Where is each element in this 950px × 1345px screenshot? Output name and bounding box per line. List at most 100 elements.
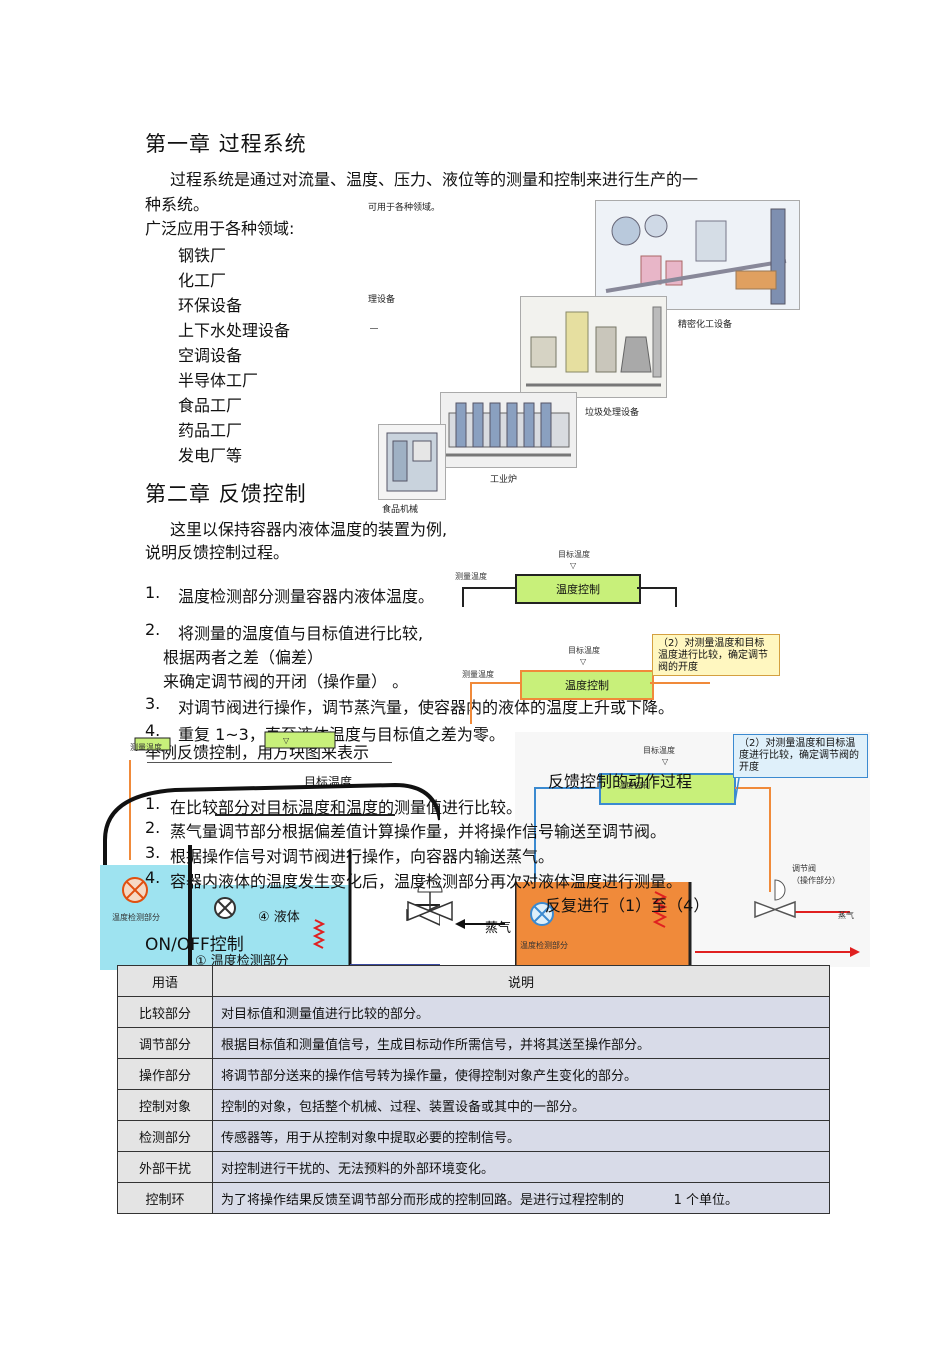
caption-underline bbox=[147, 762, 392, 763]
chemical-plant-image bbox=[605, 208, 787, 305]
process-num: 4. bbox=[145, 868, 161, 887]
field-item: 钢铁厂 bbox=[178, 246, 227, 265]
diagram1-target-label: 目标温度 bbox=[558, 550, 590, 559]
triangle-down-icon: ▽ bbox=[570, 561, 577, 570]
chapter1-intro-line1: 过程系统是通过对流量、温度、压力、液位等的测量和控制来进行生产的一 bbox=[170, 170, 699, 189]
illustration-top-caption: 可用于各种领域。 bbox=[368, 203, 441, 213]
header-term: 用语 bbox=[117, 965, 213, 997]
label-waste: 垃圾处理设备 bbox=[585, 408, 640, 418]
illustration-waste-plant bbox=[520, 296, 667, 398]
triangle-down-icon: ▽ bbox=[283, 736, 290, 745]
right-sensor-label: 温度检测部分 bbox=[520, 941, 568, 950]
process-title: 反馈控制的动作过程 bbox=[548, 772, 693, 791]
illustration-food-machine bbox=[378, 424, 446, 500]
right-temp-control-label: 温度控制 bbox=[618, 781, 650, 790]
diagram1-line-right bbox=[637, 587, 677, 607]
desc-cell: 对目标值和测量值进行比较的部分。 bbox=[212, 996, 830, 1028]
desc-cell: 控制的对象，包括整个机械、过程、装置设备或其中的一部分。 bbox=[212, 1089, 830, 1121]
field-item: 食品工厂 bbox=[178, 396, 243, 415]
process-num: 1. bbox=[145, 794, 161, 813]
triangle-down-icon: ▽ bbox=[662, 757, 669, 766]
terms-table: 用语 说明 比较部分 对目标值和测量值进行比较的部分。 调节部分 根据目标值和测… bbox=[117, 965, 830, 1214]
step-num: 4. bbox=[145, 721, 161, 740]
step-text: 将测量的温度值与目标值进行比较, bbox=[178, 624, 424, 643]
illustration-furnace bbox=[440, 392, 577, 468]
table-header-row: 用语 说明 bbox=[117, 965, 830, 997]
right-process-diagram bbox=[513, 732, 870, 967]
field-item: 环保设备 bbox=[178, 296, 243, 315]
chapter2-intro-line2: 说明反馈控制过程。 bbox=[145, 543, 290, 562]
diagram2-line-left bbox=[470, 682, 522, 724]
table-row: 操作部分 将调节部分送来的操作信号转为操作量，使得控制对象产生变化的部分。 bbox=[117, 1058, 830, 1090]
table-row: 控制对象 控制的对象，包括整个机械、过程、装置设备或其中的一部分。 bbox=[117, 1089, 830, 1121]
field-item: 空调设备 bbox=[178, 346, 243, 365]
diagram1-temp-control: 温度控制 bbox=[515, 574, 641, 604]
mini-control-box-2 bbox=[264, 731, 336, 749]
term-cell: 控制对象 bbox=[117, 1089, 213, 1121]
field-item: 发电厂等 bbox=[178, 446, 243, 465]
term-cell: 控制环 bbox=[117, 1182, 213, 1214]
term-cell: 比较部分 bbox=[117, 996, 213, 1028]
process-text: 容器内液体的温度发生变化后，温度检测部分再次对液体温度进行测量。 bbox=[170, 872, 683, 891]
triangle-down-icon: ▽ bbox=[580, 657, 587, 666]
right-target-label: 目标温度 bbox=[643, 746, 675, 755]
field-item: 药品工厂 bbox=[178, 421, 243, 440]
right-steam-label: 蒸气 bbox=[838, 911, 854, 920]
middle-valve-diagram bbox=[407, 880, 505, 929]
header-desc: 说明 bbox=[212, 965, 830, 997]
sensor-label: 温度检测部分 bbox=[112, 913, 160, 922]
food-machine-image bbox=[386, 432, 438, 492]
chapter2-title: 第二章 反馈控制 bbox=[145, 482, 307, 506]
measured-temp-label: 测量温度 bbox=[130, 743, 162, 752]
field-item: 化工厂 bbox=[178, 271, 227, 290]
chapter1-title: 第一章 过程系统 bbox=[145, 132, 307, 156]
table-row: 比较部分 对目标值和测量值进行比较的部分。 bbox=[117, 996, 830, 1028]
diagram2-line-right bbox=[650, 682, 710, 684]
step-num: 3. bbox=[145, 694, 161, 713]
table-row: 外部干扰 对控制进行干扰的、无法预料的外部环境变化。 bbox=[117, 1151, 830, 1183]
right-valve-label: 调节阀 （操作部分） bbox=[792, 864, 840, 885]
label-chemical: 精密化工设备 bbox=[678, 320, 733, 330]
fields-title: 广泛应用于各种领域: bbox=[145, 219, 295, 238]
step-text: 来确定调节阀的开闭（操作量） 。 bbox=[163, 672, 409, 691]
label-food-machine: 食品机械 bbox=[382, 505, 419, 515]
left-process-diagram bbox=[100, 731, 440, 970]
desc-cell: 将调节部分送来的操作信号转为操作量，使得控制对象产生变化的部分。 bbox=[212, 1058, 830, 1090]
valve-body-icon bbox=[407, 900, 453, 922]
desc-cell: 传感器等，用于从控制对象中提取必要的控制信号。 bbox=[212, 1120, 830, 1152]
diagram2-target-label: 目标温度 bbox=[568, 646, 600, 655]
step-text: 重复 1~3，直至液体温度与目标值之差为零。 bbox=[178, 725, 505, 744]
process-text: 根据操作信号对调节阀进行操作，向容器内输送蒸气。 bbox=[170, 847, 555, 866]
diagram1-line-left bbox=[462, 587, 517, 607]
table-row: 控制环 为了将操作结果反馈至调节部分而形成的控制回路。是进行过程控制的 1 个单… bbox=[117, 1182, 830, 1214]
diagram2-temp-control: 温度控制 bbox=[520, 670, 654, 700]
furnace-image bbox=[446, 402, 571, 457]
desc-cell: 根据目标值和测量值信号，生成目标动作所需信号，并将其送至操作部分。 bbox=[212, 1027, 830, 1059]
mini-control-box bbox=[134, 737, 171, 751]
fields-list: 钢铁厂 化工厂 环保设备 上下水处理设备 空调设备 半导体工厂 食品工厂 药品工… bbox=[178, 243, 290, 468]
waste-plant-image bbox=[526, 306, 662, 387]
middle-steam-label: 蒸气 bbox=[485, 921, 512, 936]
onoff-title: ON/OFF控制 bbox=[145, 935, 244, 955]
desc-cell: 为了将操作结果反馈至调节部分而形成的控制回路。是进行过程控制的 1 个单位。 bbox=[212, 1182, 830, 1214]
step-text: 对调节阀进行操作，调节蒸汽量，使容器内的液体的温度上升或下降。 bbox=[178, 698, 675, 717]
desc-cell: 对控制进行干扰的、无法预料的外部环境变化。 bbox=[212, 1151, 830, 1183]
diagram2-measured-label: 测量温度 bbox=[462, 670, 494, 679]
liquid-main bbox=[190, 885, 350, 970]
table-row: 调节部分 根据目标值和测量值信号，生成目标动作所需信号，并将其送至操作部分。 bbox=[117, 1027, 830, 1059]
process-num: 3. bbox=[145, 843, 161, 862]
liquid-label: ④ 液体 bbox=[258, 910, 300, 925]
term-cell: 调节部分 bbox=[117, 1027, 213, 1059]
target-temp-label: 目标温度 bbox=[304, 775, 353, 789]
right-callout: （2）对测量温度和目标温度进行比较，确定调节阀的开度 bbox=[733, 734, 868, 778]
process-text: 蒸气量调节部分根据偏差值计算操作量，并将操作信号输送至调节阀。 bbox=[170, 822, 667, 841]
chapter2-intro-line1: 这里以保持容器内液体温度的装置为例, bbox=[170, 520, 448, 539]
process-num: 2. bbox=[145, 818, 161, 837]
repeat-note: 反复进行（1）至（4） bbox=[545, 896, 710, 915]
term-cell: 外部干扰 bbox=[117, 1151, 213, 1183]
term-cell: 操作部分 bbox=[117, 1058, 213, 1090]
diagram2-callout: （2）对测量温度和目标温度进行比较，确定调节阀的开度 bbox=[652, 634, 780, 676]
label-furnace: 工业炉 bbox=[490, 475, 518, 485]
chapter1-intro-line2: 种系统。 bbox=[145, 195, 210, 214]
step-num: 2. bbox=[145, 620, 161, 639]
